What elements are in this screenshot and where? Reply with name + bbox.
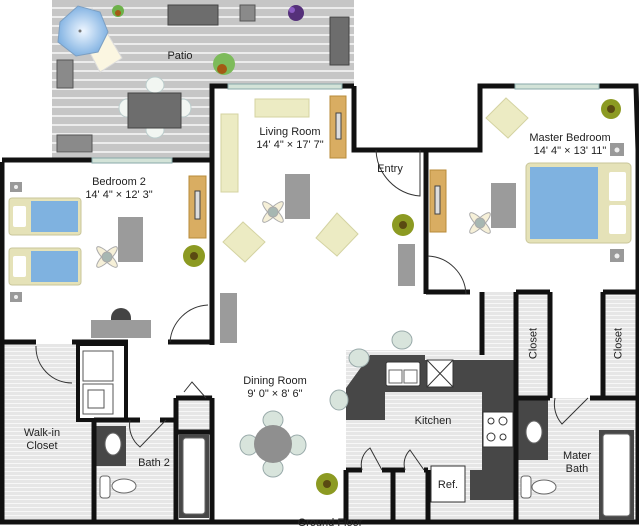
- windows: [91, 83, 600, 164]
- ceiling-fan-icons: [96, 201, 491, 268]
- room-label-patio: Patio: [167, 50, 193, 62]
- living-room-furniture: [220, 95, 415, 343]
- bedroom-2-furniture: [8, 175, 207, 338]
- room-label-bath-2: Bath 2: [138, 457, 170, 469]
- room-dimensions: 14' 4" × 17' 7": [256, 139, 324, 151]
- bath-fixtures: [99, 420, 634, 520]
- room-name: Living Room: [259, 126, 321, 138]
- plant-icons: [112, 5, 621, 495]
- room-label-dining-room: Dining Room 9' 0" × 8' 6": [225, 375, 325, 401]
- room-label-master-bath: Mater Bath: [562, 450, 592, 475]
- room-label-entry: Entry: [377, 163, 403, 175]
- room-label-kitchen: Kitchen: [414, 415, 452, 427]
- room-name: Dining Room: [243, 375, 307, 387]
- dining-table: [239, 330, 413, 478]
- kitchen-appliances: [385, 359, 514, 503]
- room-label-bedroom-2: Bedroom 2 14' 4" × 12' 3": [64, 176, 174, 202]
- door-swings: [35, 149, 589, 471]
- room-dimensions: 14' 4" × 13' 11": [533, 145, 607, 157]
- floor-title: Ground Floor: [297, 517, 363, 529]
- room-name: Bedroom 2: [92, 176, 146, 188]
- room-dimensions: 14' 4" × 12' 3": [85, 189, 153, 201]
- room-label-master-bedroom: Master Bedroom 14' 4" × 13' 11": [510, 132, 630, 158]
- laundry-closet: [76, 342, 128, 422]
- room-label-walk-in-closet: Walk-in Closet: [23, 427, 61, 452]
- room-label-living-room: Living Room 14' 4" × 17' 7": [235, 126, 345, 152]
- room-name: Master Bedroom: [529, 132, 611, 144]
- room-label-closet-left: Closet: [527, 327, 540, 360]
- master-bedroom-furniture: [429, 97, 632, 262]
- refrigerator-label: Ref.: [437, 479, 459, 491]
- patio-furniture: [56, 4, 350, 153]
- room-dimensions: 9' 0" × 8' 6": [247, 388, 303, 400]
- room-label-closet-right: Closet: [612, 327, 625, 360]
